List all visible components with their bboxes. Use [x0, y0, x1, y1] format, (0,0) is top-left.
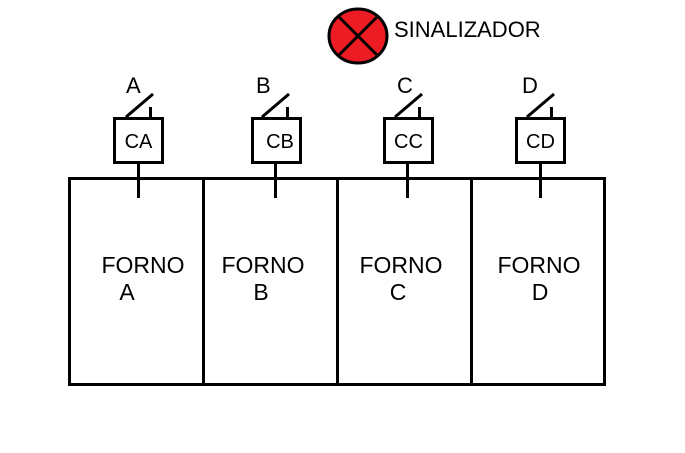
oven-id: A	[119, 279, 135, 305]
unit-d: D CD FORNO D	[497, 73, 580, 305]
unit-c: C CC FORNO C	[359, 73, 442, 305]
signal-lamp: SINALIZADOR	[327, 7, 541, 65]
switch-blade-icon[interactable]	[261, 92, 290, 119]
oven-title: FORNO	[497, 252, 580, 278]
contactor-label: CD	[526, 131, 555, 153]
switch-blade-icon[interactable]	[394, 92, 423, 119]
switch-blade-icon[interactable]	[125, 92, 154, 119]
unit-a: A CA FORNO A	[101, 73, 184, 305]
oven-title: FORNO	[101, 252, 184, 278]
contactor-label: CC	[394, 131, 423, 153]
contactor-label: CA	[125, 131, 153, 153]
contactor-box	[383, 117, 434, 164]
switch-blade-icon[interactable]	[526, 92, 555, 119]
oven-title: FORNO	[221, 252, 304, 278]
oven-id: C	[390, 279, 407, 305]
oven-id: D	[532, 279, 549, 305]
switch-label: D	[522, 73, 538, 98]
unit-b: B CB FORNO B	[221, 73, 304, 305]
contactor-box	[251, 117, 302, 164]
switch-label: C	[397, 73, 413, 98]
oven-title: FORNO	[359, 252, 442, 278]
switch-label: B	[256, 73, 271, 98]
switch-label: A	[126, 73, 141, 98]
oven-id: B	[253, 279, 268, 305]
contactor-label: CB	[266, 131, 294, 153]
contactor-box	[515, 117, 566, 164]
contactor-box	[113, 117, 164, 164]
signal-label: SINALIZADOR	[394, 17, 541, 42]
signal-lamp-cross-2	[336, 14, 380, 58]
